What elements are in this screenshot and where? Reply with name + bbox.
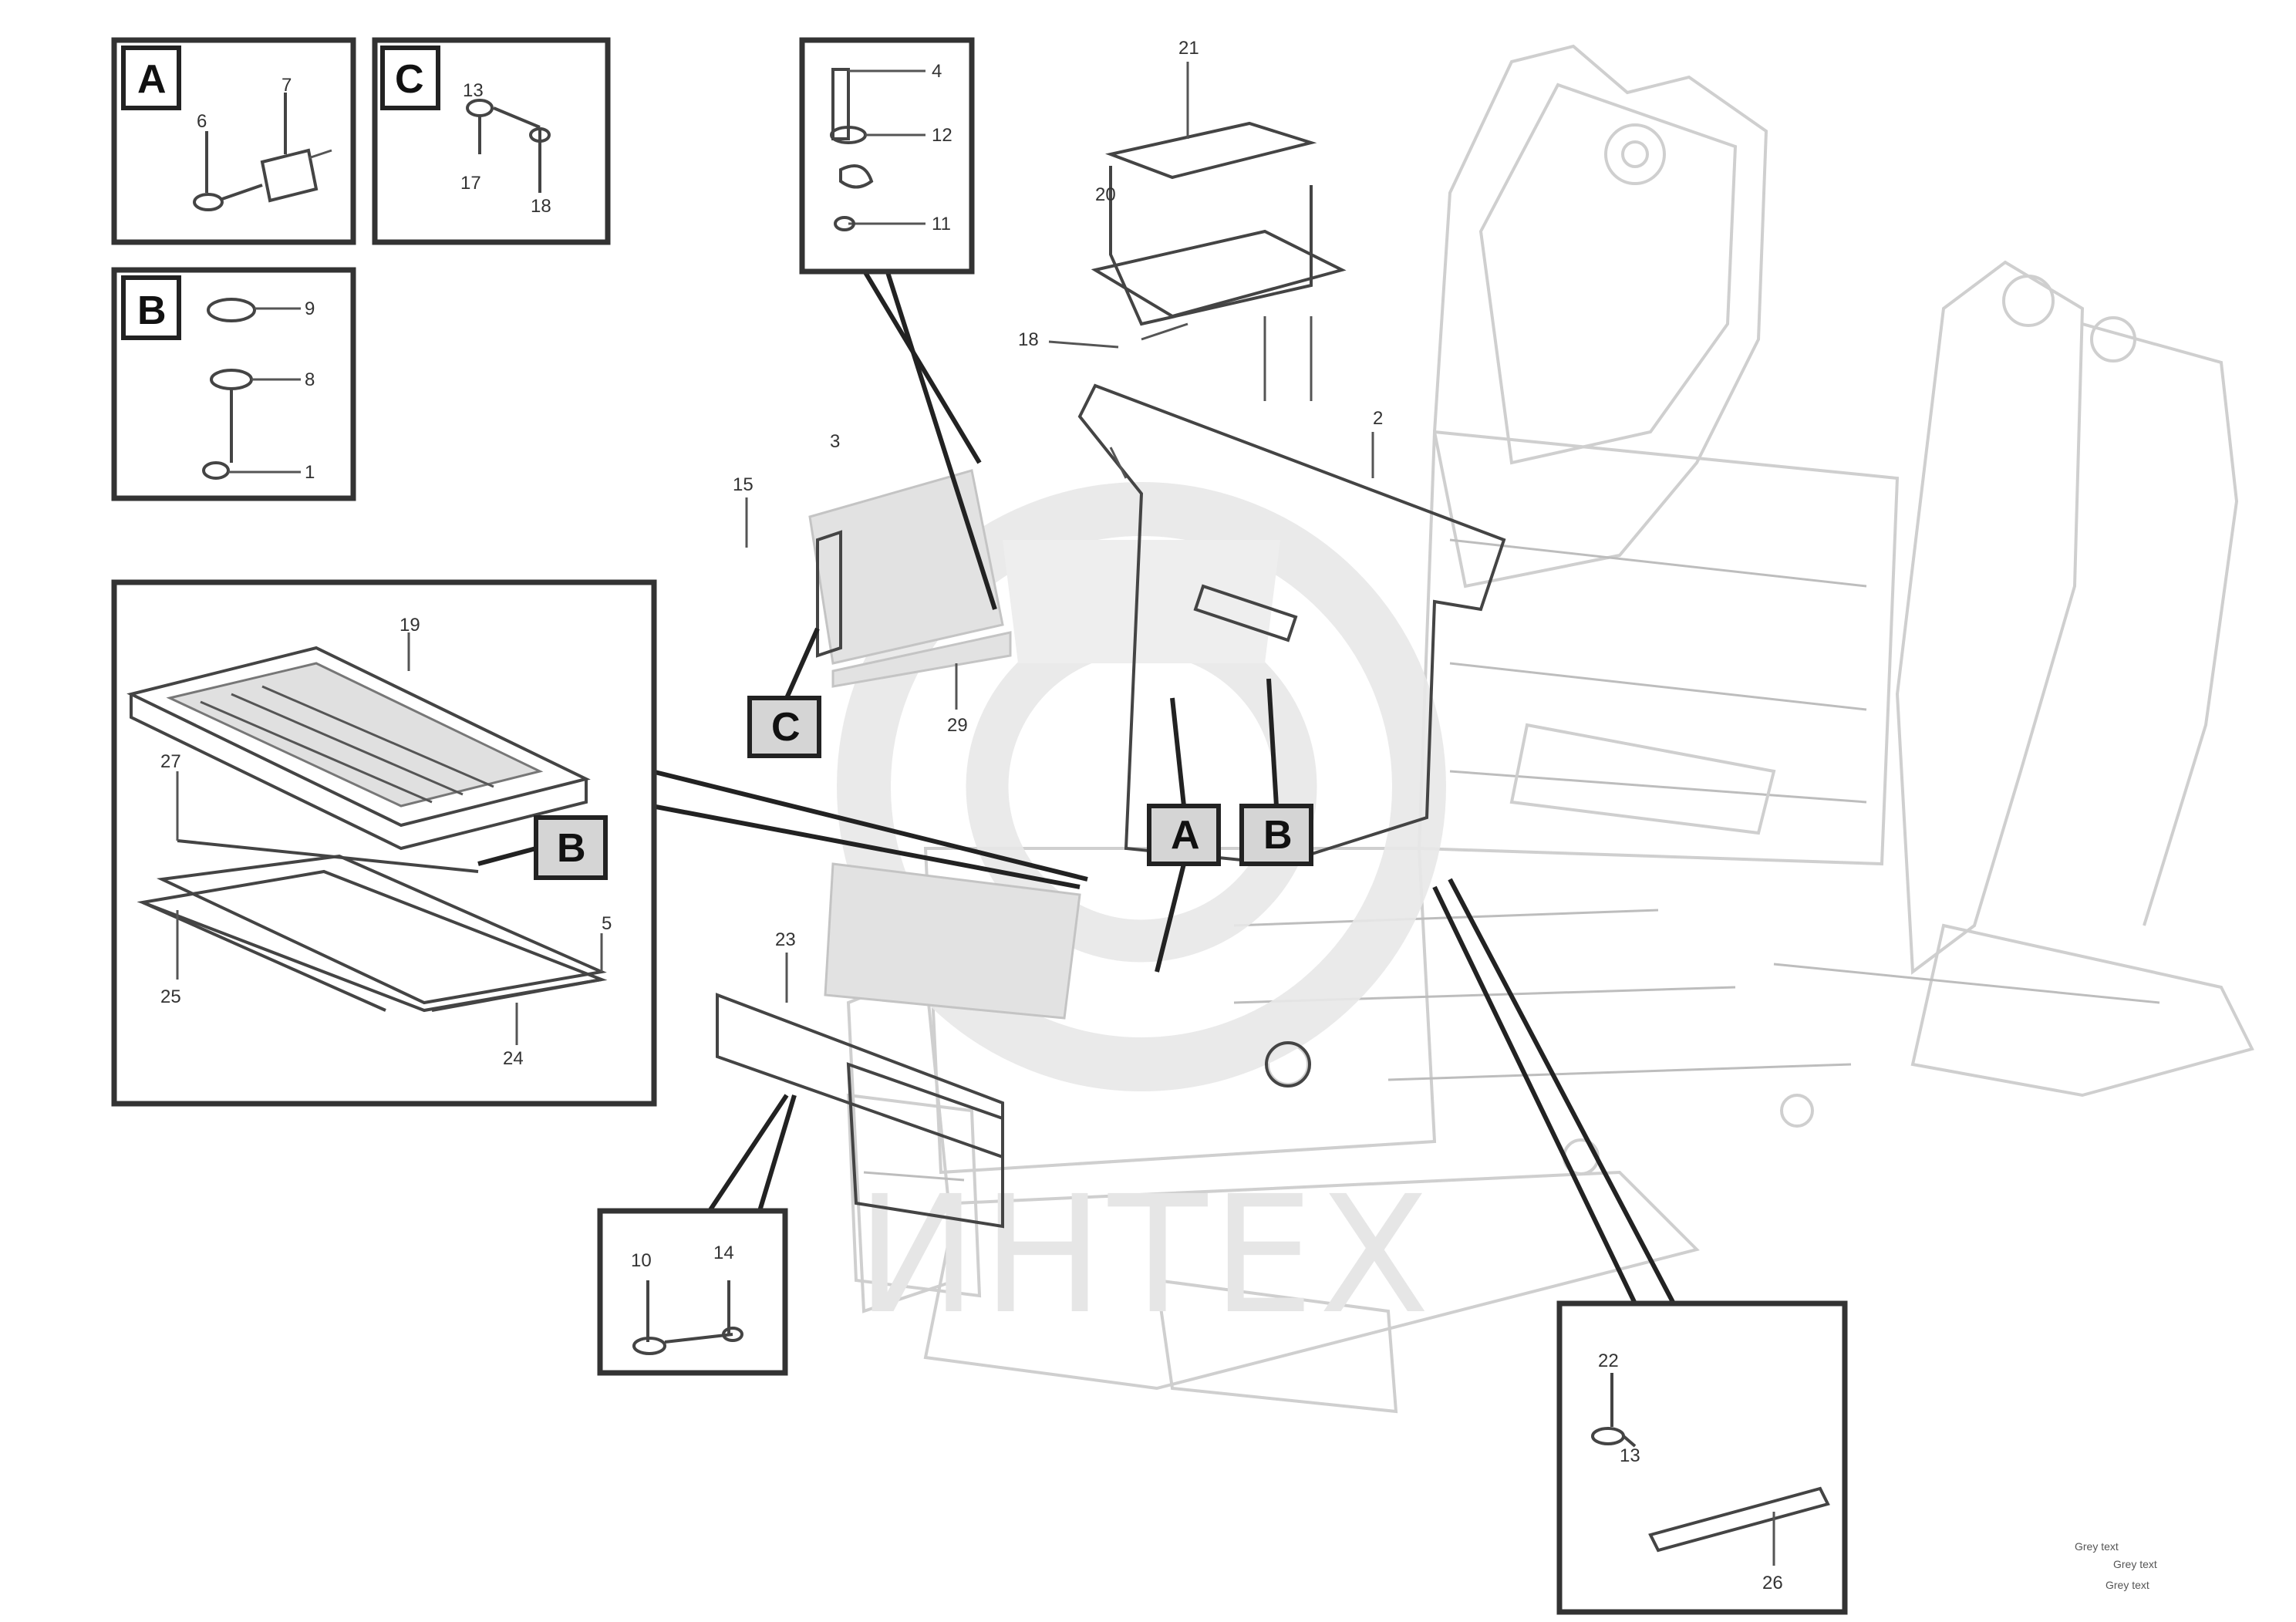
inset-B-small: B 9 8 1	[111, 267, 356, 501]
tag-C-main: C	[747, 696, 821, 758]
label-18: 18	[1018, 329, 1039, 350]
label-26: 26	[1762, 1573, 1783, 1593]
inset-top-center: 4 12 11	[799, 37, 975, 275]
inset-platform: B 19 27 5 25 24	[111, 579, 657, 1107]
label-6: 6	[197, 111, 207, 132]
label-2: 2	[1373, 408, 1383, 429]
callout-leaders	[651, 268, 1676, 1305]
inset-C: C 13 17 18	[372, 37, 611, 245]
central-assembly	[716, 121, 1506, 1229]
inset-bottom-left: 10 14	[597, 1208, 788, 1376]
inset-A: A 6 7	[111, 37, 356, 245]
label-14: 14	[713, 1243, 734, 1263]
svg-text:B: B	[1263, 813, 1293, 858]
label-11: 11	[932, 214, 951, 234]
svg-text:C: C	[395, 57, 424, 102]
inset-bottom-right: 22 13 26	[1556, 1300, 1848, 1615]
svg-text:Grey text: Grey text	[2106, 1579, 2149, 1591]
label-8: 8	[305, 369, 315, 390]
label-13b: 13	[1620, 1445, 1640, 1466]
label-21: 21	[1178, 38, 1199, 59]
label-13: 13	[463, 80, 484, 101]
label-15: 15	[733, 474, 754, 495]
tag-A-main: A	[1147, 804, 1221, 866]
watermark-text: ИНТЕХ	[856, 1161, 1435, 1350]
label-17: 17	[460, 173, 481, 194]
label-10: 10	[631, 1250, 652, 1271]
label-1: 1	[305, 462, 315, 483]
svg-text:A: A	[137, 57, 167, 102]
tag-B-main: B	[1239, 804, 1313, 866]
label-9: 9	[305, 298, 315, 319]
svg-text:A: A	[1171, 813, 1200, 858]
label-12: 12	[932, 125, 952, 146]
label-3: 3	[830, 431, 840, 452]
svg-text:B: B	[557, 826, 586, 871]
reference-code: Grey text Grey text Grey text	[2075, 1540, 2157, 1591]
label-25: 25	[160, 986, 181, 1007]
svg-text:C: C	[771, 705, 801, 750]
svg-text:Grey text: Grey text	[2113, 1558, 2157, 1570]
label-22: 22	[1598, 1351, 1619, 1371]
label-18: 18	[531, 196, 551, 217]
main-labels: 21 20 18 15 3 2 23 29	[733, 38, 1383, 1003]
label-24: 24	[503, 1048, 524, 1069]
label-20: 20	[1095, 184, 1116, 205]
label-27: 27	[160, 751, 181, 772]
svg-text:Grey text: Grey text	[2075, 1540, 2119, 1553]
label-19: 19	[400, 615, 420, 636]
label-7: 7	[282, 75, 292, 96]
svg-text:B: B	[137, 288, 167, 333]
label-29: 29	[947, 715, 968, 736]
label-23: 23	[775, 929, 796, 950]
label-4: 4	[932, 61, 942, 82]
label-5: 5	[602, 913, 612, 934]
